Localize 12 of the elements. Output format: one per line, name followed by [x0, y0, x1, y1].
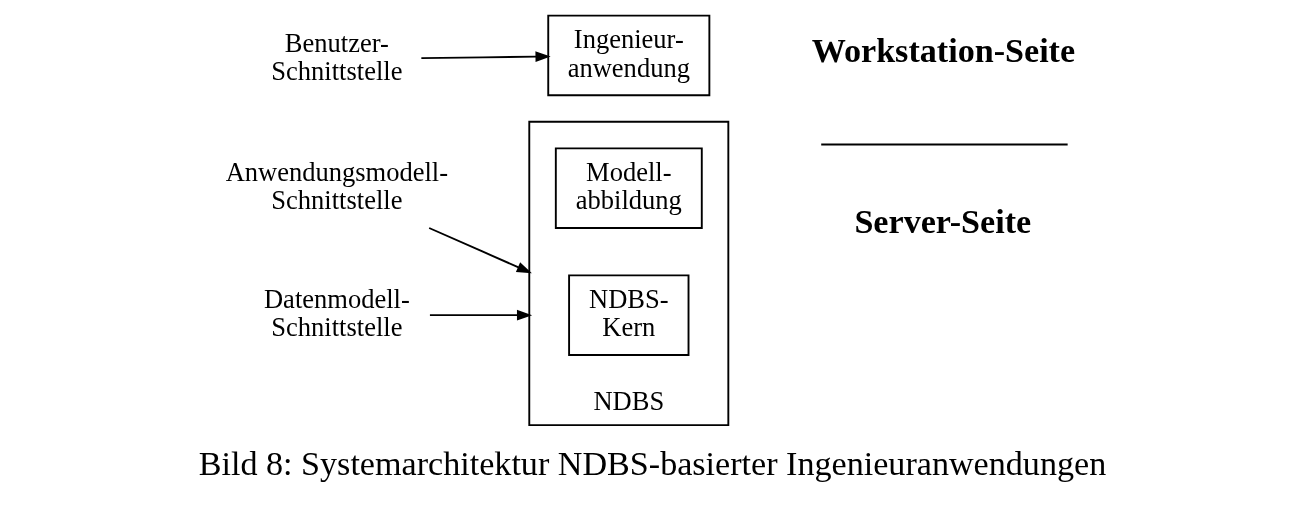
- node-text: Datenmodell- Schnittstelle: [263, 283, 410, 343]
- arrow: [428, 227, 532, 274]
- arrow: [420, 51, 551, 62]
- node-box: Modell- abbildung: [554, 147, 703, 229]
- label: Server-Seite: [854, 202, 1032, 240]
- node-box: Ingenieur- anwendung: [547, 14, 711, 97]
- node-text: Benutzer- Schnittstelle: [271, 28, 403, 87]
- node-box: NDBS- Kern: [568, 274, 690, 356]
- caption: Bild 8: Systemarchitektur NDBS-basierter Ingenieuranwendungen: [198, 445, 1107, 483]
- arrow: [429, 309, 533, 321]
- node-text: Anwendungsmodell- Schnittstelle: [225, 156, 449, 216]
- label: Workstation-Seite: [811, 31, 1076, 69]
